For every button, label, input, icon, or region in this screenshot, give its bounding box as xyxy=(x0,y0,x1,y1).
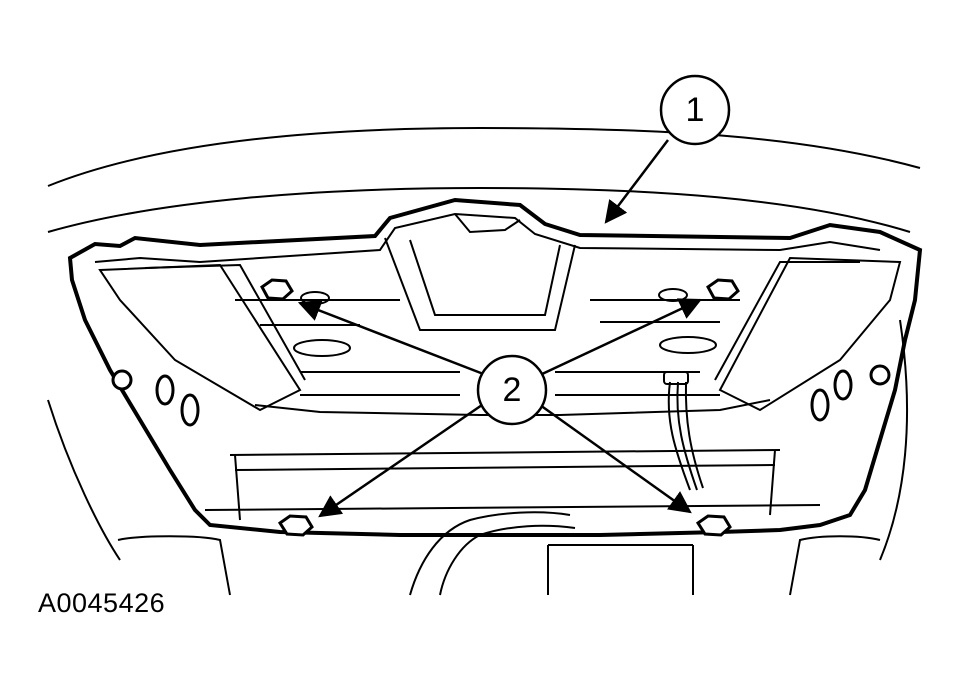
figure-id-label: A0045426 xyxy=(38,588,166,618)
nut-upper-left xyxy=(260,278,294,301)
bracket-nuts xyxy=(260,278,740,537)
callout-1-number: 1 xyxy=(686,91,705,129)
nut-lower-left xyxy=(277,514,314,537)
callout-2-number: 2 xyxy=(503,371,522,409)
wire-harness xyxy=(663,371,704,491)
nut-lower-right xyxy=(695,514,732,537)
console-bracket xyxy=(67,197,923,537)
side-screws xyxy=(111,364,891,391)
nut-upper-right xyxy=(706,278,740,301)
lower-housing xyxy=(117,449,881,596)
callout-2: 2 xyxy=(297,298,703,518)
headliner-outline xyxy=(47,126,921,561)
side-ovals xyxy=(155,369,853,427)
callout-1: 1 xyxy=(604,74,731,224)
